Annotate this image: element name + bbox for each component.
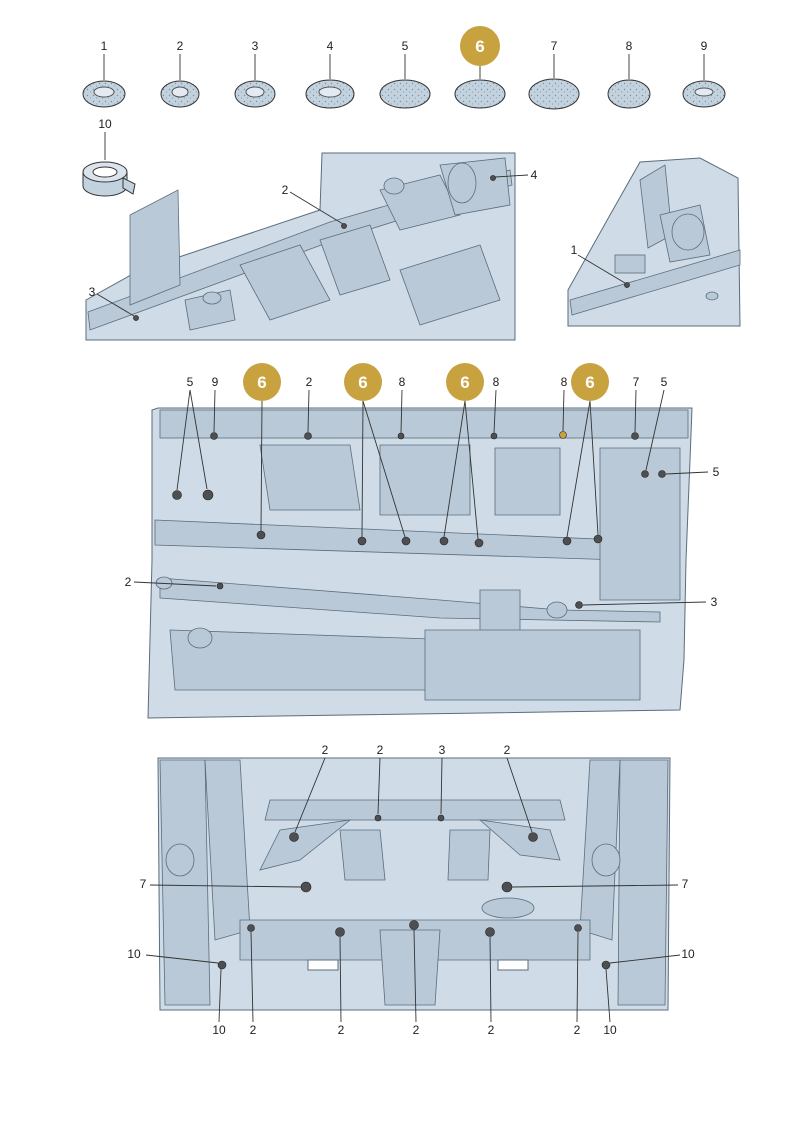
rear-label-2d: 2: [250, 1023, 257, 1037]
side-label-6d: 6: [585, 373, 594, 392]
rear-label-10c: 10: [212, 1023, 226, 1037]
highlight-badge: [460, 26, 500, 66]
grommet-label-8: 8: [626, 39, 633, 53]
detail-tr-label-1: 1: [571, 243, 578, 257]
side-label-6c: 6: [460, 373, 469, 392]
grommet-label-3: 3: [252, 39, 259, 53]
grommet-label-5: 5: [402, 39, 409, 53]
grommet-label-6: 6: [475, 37, 484, 56]
grommet-7[interactable]: 7: [528, 39, 580, 110]
detail-tl-label-3: 3: [89, 285, 96, 299]
rear-label-2a: 2: [322, 743, 329, 757]
detail-top-right: 1: [567, 157, 741, 327]
side-label-5c: 5: [713, 465, 720, 479]
grommet-label-9: 9: [701, 39, 708, 53]
side-label-9: 9: [212, 375, 219, 389]
highlight-badge-c: [446, 363, 484, 401]
side-label-8a: 8: [399, 375, 406, 389]
side-label-2: 2: [306, 375, 313, 389]
side-label-3: 3: [711, 595, 718, 609]
rear-label-10a: 10: [127, 947, 141, 961]
rear-label-7a: 7: [140, 877, 147, 891]
grommet-3[interactable]: 3: [234, 39, 276, 108]
side-label-7: 7: [633, 375, 640, 389]
grommet-label-2: 2: [177, 39, 184, 53]
highlight-badge-b: [344, 363, 382, 401]
rear-label-7b: 7: [682, 877, 689, 891]
rear-label-10d: 10: [603, 1023, 617, 1037]
grommet-5[interactable]: 5: [379, 39, 431, 109]
underbody-side-view: 5 9 6 2 6 8 6 8 8 6 7 5 5 2 3: [125, 363, 720, 719]
detail-top-left: 2 4 3: [85, 152, 538, 341]
rear-label-2h: 2: [574, 1023, 581, 1037]
grommet-2[interactable]: 2: [160, 39, 200, 108]
grommet-8[interactable]: 8: [607, 39, 651, 109]
rear-label-2g: 2: [488, 1023, 495, 1037]
highlight-badge-d: [571, 363, 609, 401]
rear-label-2e: 2: [338, 1023, 345, 1037]
detail-tl-label-2: 2: [282, 183, 289, 197]
grommet-label-7: 7: [551, 39, 558, 53]
side-label-8b: 8: [493, 375, 500, 389]
side-label-5a: 5: [187, 375, 194, 389]
grommet-label-1: 1: [101, 39, 108, 53]
grommet-catalog: 1 2 3 4 5 6: [82, 26, 726, 197]
tape-roll-10[interactable]: 10: [82, 117, 136, 197]
underbody-rear-view: 2 2 3 2 7 7 10 10 10 2 2 2 2 2 10: [127, 743, 695, 1037]
side-label-6a: 6: [257, 373, 266, 392]
tape-label-10: 10: [98, 117, 112, 131]
rear-label-10b: 10: [681, 947, 695, 961]
rear-label-3: 3: [439, 743, 446, 757]
grommet-4[interactable]: 4: [305, 39, 355, 109]
side-label-2b: 2: [125, 575, 132, 589]
side-label-8c: 8: [561, 375, 568, 389]
grommet-1[interactable]: 1: [82, 39, 126, 108]
grommet-6[interactable]: 6: [454, 26, 506, 109]
rear-label-2c: 2: [504, 743, 511, 757]
highlight-badge-a: [243, 363, 281, 401]
side-label-6b: 6: [358, 373, 367, 392]
grommet-label-4: 4: [327, 39, 334, 53]
grommet-9[interactable]: 9: [682, 39, 726, 108]
rear-label-2f: 2: [413, 1023, 420, 1037]
rear-label-2b: 2: [377, 743, 384, 757]
detail-tl-label-4: 4: [531, 168, 538, 182]
side-label-5b: 5: [661, 375, 668, 389]
